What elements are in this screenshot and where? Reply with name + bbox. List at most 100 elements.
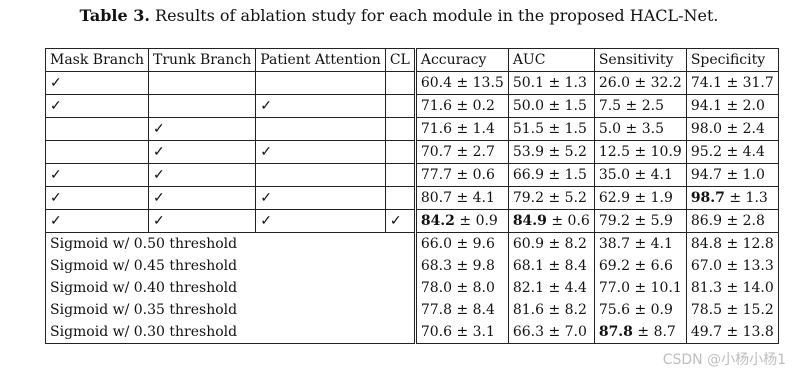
metric-sd: ± 32.2 bbox=[634, 75, 682, 91]
metric-cell: 50.0 ± 1.5 bbox=[507, 94, 595, 118]
ablation-table: Mask Branch Trunk Branch Patient Attenti… bbox=[44, 48, 779, 344]
metric-sd: ± 4.1 bbox=[634, 236, 673, 252]
metric-value: 7.5 bbox=[598, 98, 622, 114]
metric-cell: 71.6 ± 1.4 bbox=[413, 117, 509, 141]
metric-sd: ± 8.4 bbox=[548, 258, 587, 274]
checkmark-cell-patient: ✓ bbox=[255, 186, 386, 210]
sigmoid-label: Sigmoid w/ 0.50 threshold bbox=[45, 232, 416, 255]
metric-cell: 50.1 ± 1.3 bbox=[507, 71, 595, 95]
metric-cell: 66.3 ± 7.0 bbox=[507, 321, 595, 344]
metric-sd: ± 15.2 bbox=[726, 302, 774, 318]
checkmark-cell-trunk bbox=[148, 94, 256, 118]
metric-value: 84.2 bbox=[420, 213, 455, 229]
checkmark-cell-trunk: ✓ bbox=[148, 186, 256, 210]
header-cl: CL bbox=[384, 48, 416, 72]
metric-sd: ± 3.1 bbox=[456, 324, 495, 340]
metric-cell: 62.9 ± 1.9 bbox=[593, 186, 687, 210]
metric-cell: 74.1 ± 31.7 bbox=[685, 71, 779, 95]
metric-sd: ± 2.8 bbox=[726, 213, 765, 229]
header-auc: AUC bbox=[507, 48, 595, 72]
metric-sd: ± 1.4 bbox=[456, 121, 495, 137]
metric-value: 51.5 bbox=[512, 121, 544, 137]
metric-value: 82.1 bbox=[512, 280, 544, 296]
metric-sd: ± 8.7 bbox=[637, 324, 676, 340]
table-caption: Table 3. Results of ablation study for e… bbox=[0, 6, 798, 25]
metric-value: 95.2 bbox=[690, 144, 722, 160]
metric-cell: 94.1 ± 2.0 bbox=[685, 94, 779, 118]
header-specificity: Specificity bbox=[685, 48, 779, 72]
metric-value: 94.7 bbox=[690, 167, 722, 183]
metric-value: 66.3 bbox=[512, 324, 544, 340]
metric-sd: ± 12.8 bbox=[726, 236, 774, 252]
metric-value: 87.8 bbox=[598, 324, 633, 340]
metric-cell: 68.1 ± 8.4 bbox=[507, 255, 595, 277]
metric-sd: ± 0.6 bbox=[551, 213, 590, 229]
metric-value: 38.7 bbox=[598, 236, 630, 252]
metric-sd: ± 1.3 bbox=[729, 190, 768, 206]
metric-cell: 78.0 ± 8.0 bbox=[413, 277, 509, 299]
metric-cell: 68.3 ± 9.8 bbox=[413, 255, 509, 277]
metric-value: 98.0 bbox=[690, 121, 722, 137]
metric-value: 77.0 bbox=[598, 280, 630, 296]
metric-sd: ± 9.6 bbox=[456, 236, 495, 252]
metric-cell: 78.5 ± 15.2 bbox=[685, 299, 779, 321]
checkmark-cell-mask: ✓ bbox=[44, 71, 149, 95]
metric-cell: 82.1 ± 4.4 bbox=[507, 277, 595, 299]
checkmark-cell-patient: ✓ bbox=[255, 209, 386, 233]
checkmark-cell-cl bbox=[384, 94, 416, 118]
checkmark-cell-trunk: ✓ bbox=[148, 140, 256, 164]
metric-value: 75.6 bbox=[598, 302, 630, 318]
metric-sd: ± 13.3 bbox=[726, 258, 774, 274]
metric-sd: ± 1.5 bbox=[548, 98, 587, 114]
metric-sd: ± 4.4 bbox=[726, 144, 765, 160]
metric-value: 81.6 bbox=[512, 302, 544, 318]
metric-sd: ± 31.7 bbox=[726, 75, 774, 91]
metric-cell: 49.7 ± 13.8 bbox=[685, 321, 779, 344]
metric-value: 67.0 bbox=[690, 258, 722, 274]
metric-sd: ± 1.9 bbox=[634, 190, 673, 206]
metric-cell: 79.2 ± 5.2 bbox=[507, 186, 595, 210]
metric-sd: ± 1.0 bbox=[726, 167, 765, 183]
metric-cell: 84.9 ± 0.6 bbox=[507, 209, 595, 233]
metric-sd: ± 5.2 bbox=[548, 144, 587, 160]
metric-value: 68.3 bbox=[420, 258, 452, 274]
checkmark-cell-patient bbox=[255, 71, 386, 95]
header-mask-branch: Mask Branch bbox=[44, 48, 149, 72]
metric-value: 66.9 bbox=[512, 167, 544, 183]
metric-value: 81.3 bbox=[690, 280, 722, 296]
metric-value: 49.7 bbox=[690, 324, 722, 340]
metric-sd: ± 4.1 bbox=[456, 190, 495, 206]
metric-cell: 35.0 ± 4.1 bbox=[593, 163, 687, 187]
metric-value: 66.0 bbox=[420, 236, 452, 252]
metric-sd: ± 0.2 bbox=[456, 98, 495, 114]
metric-value: 78.5 bbox=[690, 302, 722, 318]
metric-cell: 70.7 ± 2.7 bbox=[413, 140, 509, 164]
metric-value: 84.8 bbox=[690, 236, 722, 252]
metric-sd: ± 0.9 bbox=[459, 213, 498, 229]
caption-text: Results of ablation study for each modul… bbox=[149, 6, 719, 25]
checkmark-cell-cl bbox=[384, 163, 416, 187]
metric-value: 77.8 bbox=[420, 302, 452, 318]
metric-sd: ± 3.5 bbox=[625, 121, 664, 137]
metric-sd: ± 8.0 bbox=[456, 280, 495, 296]
metric-sd: ± 10.9 bbox=[634, 144, 682, 160]
metric-cell: 53.9 ± 5.2 bbox=[507, 140, 595, 164]
header-trunk-branch: Trunk Branch bbox=[148, 48, 256, 72]
metric-value: 86.9 bbox=[690, 213, 722, 229]
metric-cell: 80.7 ± 4.1 bbox=[413, 186, 509, 210]
metric-cell: 81.6 ± 8.2 bbox=[507, 299, 595, 321]
caption-label: Table 3. bbox=[79, 6, 150, 25]
metric-cell: 98.0 ± 2.4 bbox=[685, 117, 779, 141]
metric-cell: 84.8 ± 12.8 bbox=[685, 232, 779, 255]
metric-cell: 60.9 ± 8.2 bbox=[507, 232, 595, 255]
sigmoid-label: Sigmoid w/ 0.30 threshold bbox=[45, 321, 416, 344]
metric-sd: ± 2.4 bbox=[726, 121, 765, 137]
metric-sd: ± 4.1 bbox=[634, 167, 673, 183]
metric-cell: 75.6 ± 0.9 bbox=[593, 299, 687, 321]
